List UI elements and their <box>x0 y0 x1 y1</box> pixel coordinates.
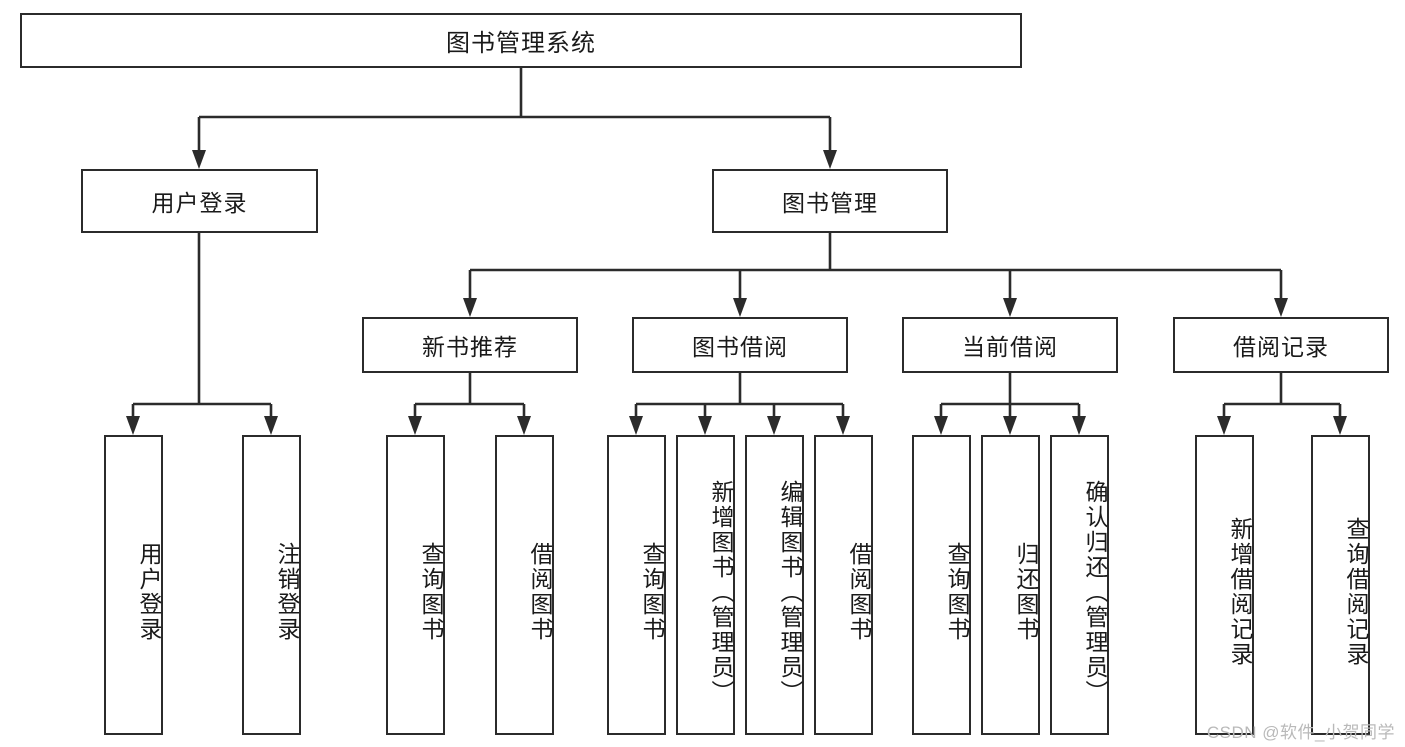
leaf-new-book-query-book[interactable]: 查询图书 <box>386 435 445 735</box>
node-root-book-management-system[interactable]: 图书管理系统 <box>20 13 1022 68</box>
leaf-new-book-borrow-book[interactable]: 借阅图书 <box>495 435 554 735</box>
node-label: 确认归还（管理员） <box>1082 479 1108 705</box>
node-new-book-recommend[interactable]: 新书推荐 <box>362 317 578 373</box>
node-current-borrow[interactable]: 当前借阅 <box>902 317 1118 373</box>
leaf-borrow-record-query-record[interactable]: 查询借阅记录 <box>1311 435 1370 735</box>
node-label: 查询图书 <box>639 542 665 642</box>
leaf-current-borrow-query-book[interactable]: 查询图书 <box>912 435 971 735</box>
node-label: 借阅图书 <box>527 542 553 642</box>
node-label: 用户登录 <box>151 190 248 216</box>
node-label: 借阅图书 <box>846 542 872 642</box>
node-label: 借阅记录 <box>1233 334 1329 360</box>
node-book-borrow[interactable]: 图书借阅 <box>632 317 848 373</box>
node-label: 注销登录 <box>274 542 300 642</box>
leaf-book-borrow-borrow-book[interactable]: 借阅图书 <box>814 435 873 735</box>
csdn-watermark: CSDN @软件_小贺同学 <box>1206 723 1395 742</box>
node-book-management[interactable]: 图书管理 <box>712 169 948 233</box>
node-label: 图书管理 <box>782 190 878 216</box>
node-borrow-record[interactable]: 借阅记录 <box>1173 317 1389 373</box>
leaf-book-borrow-add-book[interactable]: 新增图书（管理员） <box>676 435 735 735</box>
node-label: 新增借阅记录 <box>1227 517 1253 667</box>
node-label: 用户登录 <box>136 542 162 642</box>
leaf-current-borrow-confirm-return[interactable]: 确认归还（管理员） <box>1050 435 1109 735</box>
leaf-borrow-record-add-record[interactable]: 新增借阅记录 <box>1195 435 1254 735</box>
leaf-user-login-signin[interactable]: 用户登录 <box>104 435 163 735</box>
node-label: 当前借阅 <box>962 334 1058 360</box>
node-user-login[interactable]: 用户登录 <box>81 169 318 233</box>
leaf-book-borrow-edit-book[interactable]: 编辑图书（管理员） <box>745 435 804 735</box>
node-label: 图书管理系统 <box>446 30 596 57</box>
node-label: 编辑图书（管理员） <box>777 479 803 705</box>
node-label: 查询图书 <box>944 542 970 642</box>
node-label: 归还图书 <box>1013 542 1039 642</box>
node-label: 查询图书 <box>418 542 444 642</box>
leaf-book-borrow-query-book[interactable]: 查询图书 <box>607 435 666 735</box>
node-label: 查询借阅记录 <box>1343 517 1369 667</box>
leaf-user-login-signout[interactable]: 注销登录 <box>242 435 301 735</box>
leaf-current-borrow-return-book[interactable]: 归还图书 <box>981 435 1040 735</box>
node-label: 新书推荐 <box>422 334 518 360</box>
node-label: 图书借阅 <box>692 334 788 360</box>
node-label: 新增图书（管理员） <box>708 479 734 705</box>
